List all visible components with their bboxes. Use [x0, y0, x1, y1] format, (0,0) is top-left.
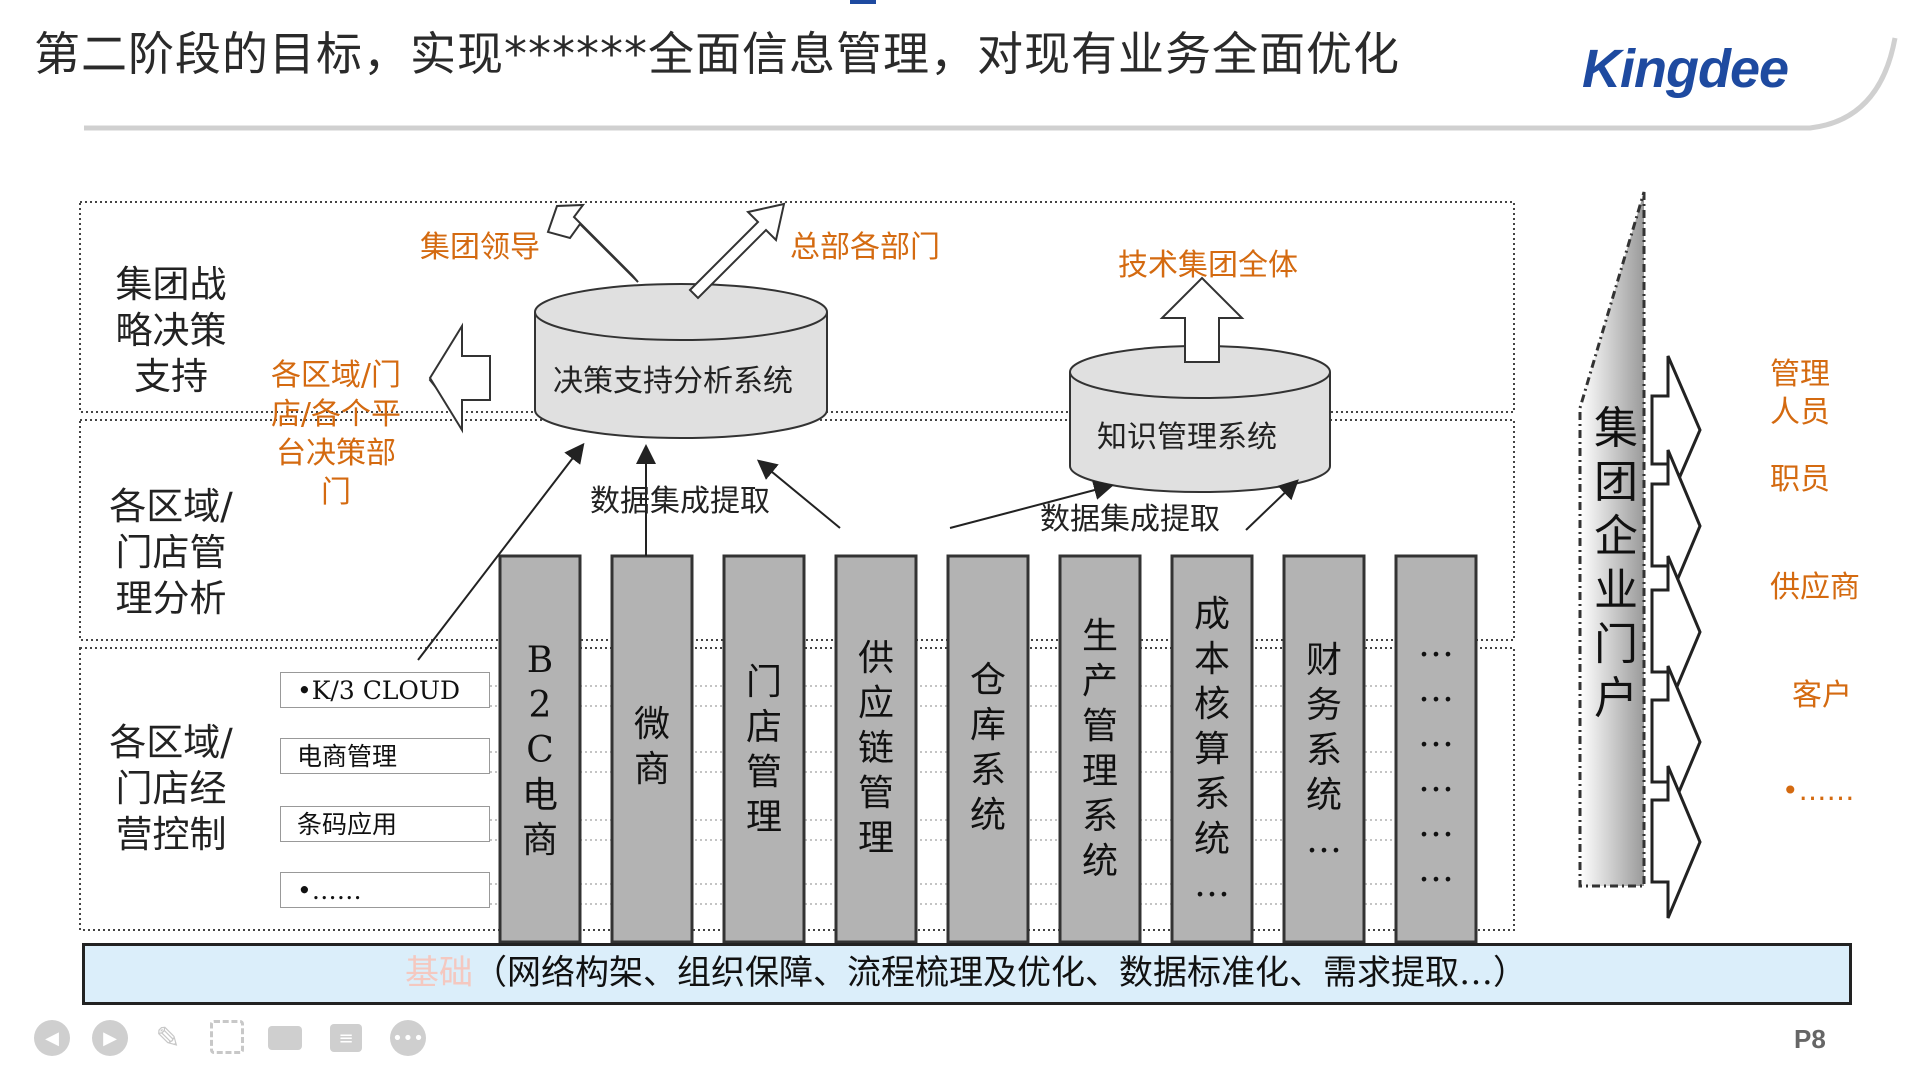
target-regional-decision: 各区域/门店/各个平台决策部门: [270, 358, 402, 510]
arrow-to-hq: [688, 202, 786, 300]
title-underline: [84, 37, 1898, 131]
camera-icon[interactable]: [268, 1026, 302, 1050]
portal-user-suppliers: 供应商: [1770, 570, 1860, 605]
kingdee-logo: Kingdee: [1582, 39, 1789, 99]
knowledge-label: 知识管理系统: [1097, 420, 1277, 455]
foundation-text: 基础（网络构架、组织保障、流程梳理及优化、数据标准化、需求提取…）: [96, 948, 1836, 998]
portal-user-more: •……: [1782, 774, 1855, 807]
column-b2c: B 2 C 电 商: [521, 640, 558, 861]
target-hq-departments: 总部各部门: [790, 230, 940, 265]
column-wechat-biz: 微 商: [633, 704, 670, 790]
subtitle-icon[interactable]: ≡: [330, 1024, 362, 1052]
portal-user-staff: 职员: [1770, 462, 1830, 497]
slide-title: 第二阶段的目标，实现******全面信息管理，对现有业务全面优化: [34, 27, 1400, 81]
tier-label-analysis: 各区域/ 门店管 理分析: [109, 485, 233, 620]
subrow-ecommerce: 电商管理: [280, 738, 490, 774]
page-number: P8: [1794, 1024, 1826, 1054]
target-tech-group: 技术集团全体: [1118, 248, 1298, 283]
column-costing: 成 本 核 算 系 统 …: [1193, 594, 1230, 905]
column-supply-chain: 供 应 链 管 理: [857, 638, 894, 859]
knowledge-cylinder: [1069, 345, 1331, 493]
column-production: 生 产 管 理 系 统: [1081, 616, 1118, 882]
column-warehouse: 仓 库 系 统: [969, 660, 1006, 836]
system-columns: [498, 554, 1478, 944]
portal-user-managers: 管理 人员: [1770, 357, 1830, 430]
integration-label-2: 数据集成提取: [1040, 502, 1220, 537]
decision-support-cylinder: [534, 283, 828, 439]
prev-slide-icon[interactable]: ◀: [34, 1020, 70, 1056]
tier-label-strategy: 集团战 略决策 支持: [115, 263, 227, 398]
integration-arrows: [417, 442, 1299, 661]
arrow-to-leaders: [546, 203, 639, 283]
subrow-k3-cloud: •K/3 CLOUD: [280, 672, 490, 708]
portal-label: 集 团 企 业 门 户: [1594, 403, 1638, 724]
target-group-leaders: 集团领导: [420, 230, 540, 265]
enterprise-portal: [1578, 191, 1646, 888]
decision-support-label: 决策支持分析系统: [553, 364, 793, 399]
tier-label-control: 各区域/ 门店经 营控制: [109, 721, 233, 856]
column-finance: 财 务 系 统 …: [1305, 640, 1342, 861]
portal-arrows: [1650, 355, 1702, 919]
integration-label-1: 数据集成提取: [590, 484, 770, 519]
zoom-icon[interactable]: [210, 1020, 244, 1054]
more-options-icon[interactable]: •••: [390, 1020, 426, 1056]
next-slide-icon[interactable]: ▶: [92, 1020, 128, 1056]
column-more: … … … … … …: [1418, 624, 1454, 890]
column-store-mgmt: 门 店 管 理: [745, 662, 782, 838]
foundation-detail: （网络构架、组织保障、流程梳理及优化、数据标准化、需求提取…）: [473, 953, 1527, 993]
subrow-more: •……: [280, 872, 490, 908]
pen-icon[interactable]: ✎: [155, 1020, 181, 1056]
arrow-left-regional: [428, 322, 491, 434]
arrow-to-tech-group: [1159, 276, 1245, 363]
subrow-barcode: 条码应用: [280, 806, 490, 842]
foundation-bar: [82, 943, 1852, 1005]
foundation-label: 基础: [405, 953, 473, 993]
portal-user-customers: 客户: [1792, 678, 1852, 713]
